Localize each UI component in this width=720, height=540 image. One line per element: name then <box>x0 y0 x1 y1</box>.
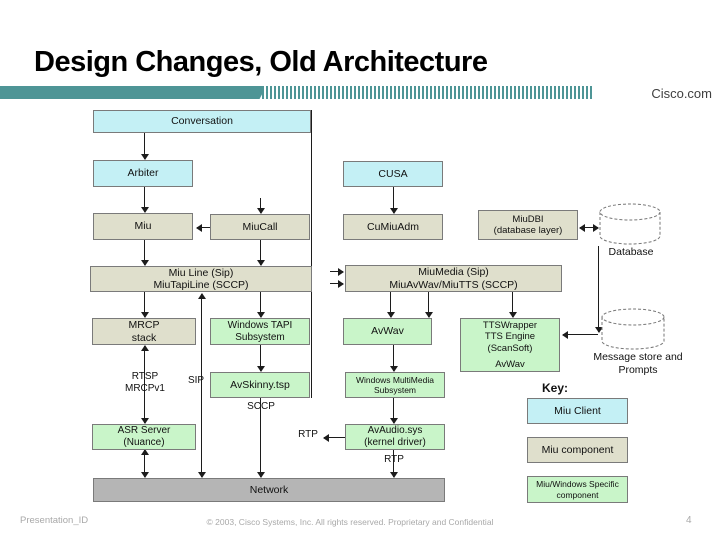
arrowhead <box>390 208 398 214</box>
arrowhead <box>390 418 398 424</box>
arrowhead <box>257 260 265 266</box>
connector-line <box>260 398 261 477</box>
connector-line <box>144 292 145 317</box>
footer-page-number: 4 <box>686 515 692 526</box>
connector-line <box>324 437 345 438</box>
arrowhead <box>257 208 265 214</box>
node-arbiter: Arbiter <box>93 160 193 187</box>
arrowhead <box>390 472 398 478</box>
connector-line <box>563 334 598 335</box>
connector-line <box>393 398 394 423</box>
label-key-title: Key: <box>541 381 569 395</box>
node-conversation: Conversation <box>93 110 311 133</box>
node-cusa: CUSA <box>343 161 443 187</box>
node-miucall: MiuCall <box>210 214 310 240</box>
connector-line <box>390 292 391 317</box>
connector-line <box>144 240 145 265</box>
connector-line <box>201 294 202 477</box>
arrowhead <box>257 472 265 478</box>
node-miumedia: MiuMedia (Sip)MiuAvWav/MiuTTS (SCCP) <box>345 265 562 292</box>
message-store-cylinder <box>600 307 666 351</box>
connector-line <box>330 283 343 284</box>
node-miudbi: MiuDBI(database layer) <box>478 210 578 240</box>
arrowhead <box>198 293 206 299</box>
connector-line <box>260 345 261 371</box>
connector-line <box>393 450 394 477</box>
arrowhead <box>196 224 202 232</box>
arrowhead <box>141 345 149 351</box>
label-rtp-asr: RTP <box>298 429 318 440</box>
arrowhead <box>387 312 395 318</box>
connector-line <box>197 227 210 228</box>
connector-line <box>260 240 261 265</box>
arrowhead <box>141 418 149 424</box>
arrowhead <box>390 366 398 372</box>
node-cumiuadm: CuMiuAdm <box>343 214 443 240</box>
arrowhead <box>257 366 265 372</box>
arrowhead <box>141 207 149 213</box>
connector-line <box>598 246 599 332</box>
arrowhead <box>595 327 603 333</box>
node-avwav: AvWav <box>343 318 432 345</box>
arrowhead <box>425 312 433 318</box>
connector-line <box>144 346 145 423</box>
node-network: Network <box>93 478 445 502</box>
key-miu-component: Miu component <box>527 437 628 463</box>
arrowhead <box>579 224 585 232</box>
arrowhead <box>338 268 344 276</box>
arrowhead <box>141 260 149 266</box>
key-miu-client: Miu Client <box>527 398 628 424</box>
arrowhead <box>141 154 149 160</box>
connector-line <box>260 292 261 317</box>
footer-copyright: © 2003, Cisco Systems, Inc. All rights r… <box>206 517 494 527</box>
connector-line <box>428 292 429 317</box>
arrowhead <box>593 224 599 232</box>
connector-line <box>330 271 343 272</box>
header-bar <box>0 86 255 99</box>
arrowhead <box>338 280 344 288</box>
connector-line <box>393 345 394 371</box>
footer-presentation-id: Presentation_ID <box>20 515 89 526</box>
cisco-brand: Cisco.com <box>651 86 712 101</box>
connector-line <box>393 187 394 213</box>
arrowhead <box>141 449 149 455</box>
label-sip: SIP <box>187 375 205 386</box>
connector-line <box>144 450 145 477</box>
connector-line <box>144 133 145 159</box>
label-database: Database <box>608 246 654 258</box>
node-asr-server: ASR Server(Nuance) <box>92 424 196 450</box>
connector-line <box>260 198 261 213</box>
label-rtp-avaudio: RTP <box>384 454 404 465</box>
database-cylinder <box>598 202 662 246</box>
node-avskinny: AvSkinny.tsp <box>210 372 310 398</box>
label-sccp: SCCP <box>247 401 275 412</box>
arrowhead <box>198 472 206 478</box>
connector-line <box>580 227 598 228</box>
page-title: Design Changes, Old Architecture <box>34 46 488 78</box>
connector-line <box>512 292 513 317</box>
connector-line <box>311 110 312 398</box>
node-avaudio: AvAudio.sys(kernel driver) <box>345 424 445 450</box>
arrowhead <box>257 312 265 318</box>
arrowhead <box>323 434 329 442</box>
arrowhead <box>141 312 149 318</box>
arrowhead <box>562 331 568 339</box>
header-bar-stripes <box>262 86 592 99</box>
node-miuline: Miu Line (Sip)MiuTapiLine (SCCP) <box>90 266 312 292</box>
connector-line <box>144 187 145 212</box>
node-miu: Miu <box>93 213 193 240</box>
arrowhead <box>509 312 517 318</box>
arrowhead <box>141 472 149 478</box>
